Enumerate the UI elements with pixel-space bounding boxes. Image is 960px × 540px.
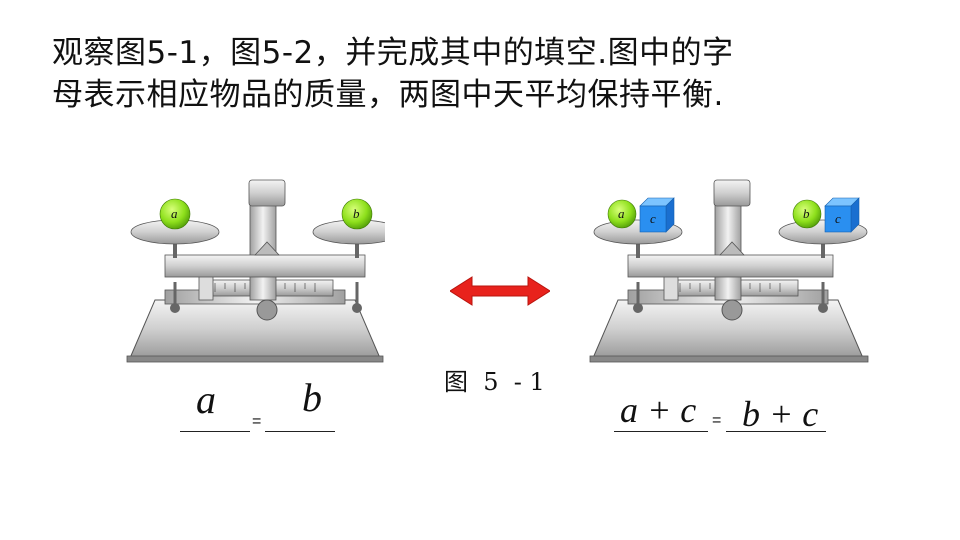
figure-caption: 图 5 - 1 (444, 368, 545, 396)
instruction-text: 观察图5-1，图5-2，并完成其中的填空.图中的字 母表示相应物品的质量，两图中… (52, 32, 932, 116)
blank-left-rhs (265, 431, 335, 432)
equation-right-lhs: a + c (620, 390, 697, 430)
ball-b (341, 198, 373, 230)
blank-left-lhs (180, 431, 250, 432)
equation-right-rhs: b + c (742, 394, 819, 434)
blank-right-rhs (726, 431, 826, 432)
equation-left-lhs: a (196, 377, 216, 422)
cube-c (639, 197, 675, 233)
instruction-line-1: 观察图5-1，图5-2，并完成其中的填空.图中的字 (52, 35, 734, 71)
ball-a (159, 198, 191, 230)
double-arrow-icon (450, 276, 550, 306)
cube-c-label: c (835, 211, 841, 226)
balance-scale-right: a c b c (589, 179, 869, 363)
ball-b-label: b (353, 206, 360, 221)
balance-scale-left: a b (126, 179, 385, 363)
equals-sign-left: = (252, 413, 262, 430)
ball-b (792, 199, 822, 229)
instruction-line-2: 母表示相应物品的质量，两图中天平均保持平衡. (52, 77, 724, 113)
equals-sign-right: = (712, 412, 722, 429)
ball-a-label: a (618, 206, 625, 221)
ball-a-label: a (171, 206, 178, 221)
cube-c-label: c (650, 211, 656, 226)
equation-left-rhs: b (302, 375, 322, 420)
cube-c (824, 197, 860, 233)
ball-b-label: b (803, 206, 810, 221)
ball-a (607, 199, 637, 229)
blank-right-lhs (614, 431, 708, 432)
